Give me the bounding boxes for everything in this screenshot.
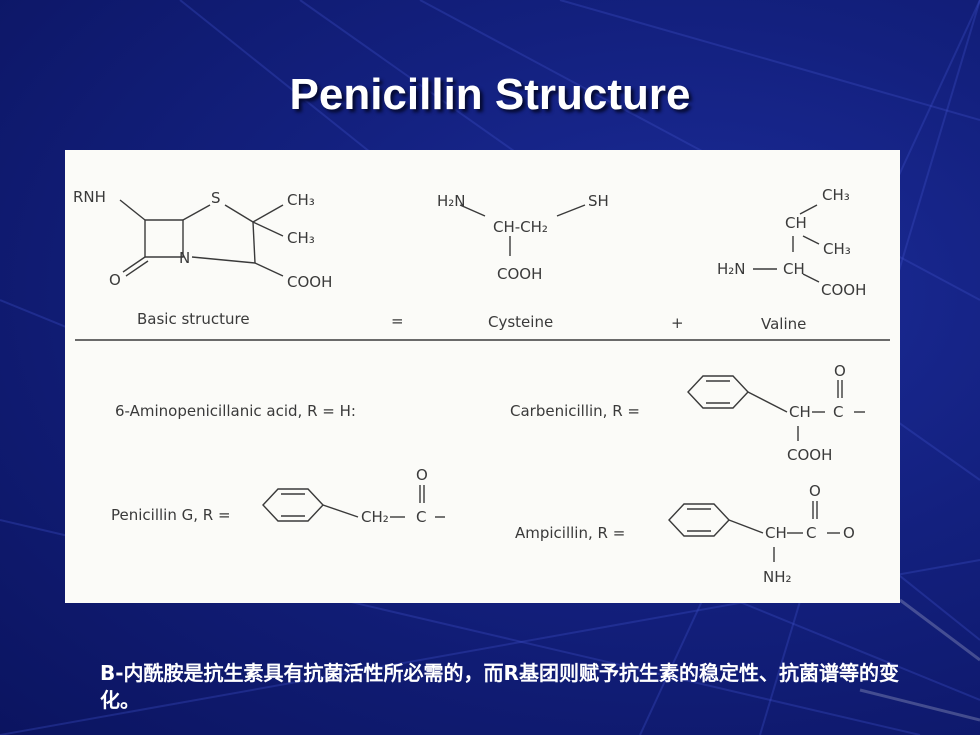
atom-cooh: COOH xyxy=(287,273,332,291)
atom-o-ampicillin: O xyxy=(809,482,821,500)
apa-label: 6-Aminopenicillanic acid, R = H: xyxy=(115,402,356,420)
atom-rnh: RNH xyxy=(73,188,106,206)
atom-h2n-cysteine: H₂N xyxy=(437,192,466,210)
valine-label: Valine xyxy=(761,315,806,333)
atom-nitrogen: N xyxy=(179,249,190,267)
atom-cooh-cysteine: COOH xyxy=(497,265,542,283)
atom-nh2-ampicillin: NH₂ xyxy=(763,568,792,586)
cysteine-label: Cysteine xyxy=(488,313,553,331)
atom-o-carbenicillin: O xyxy=(834,362,846,380)
ampicillin-label: Ampicillin, R = xyxy=(515,524,625,542)
atom-o-end-ampicillin: O xyxy=(843,524,855,542)
atom-c-ampicillin: C xyxy=(806,524,816,542)
plus-sign: + xyxy=(671,314,684,332)
atom-ch3-a: CH₃ xyxy=(287,191,315,209)
atom-h2n-valine: H₂N xyxy=(717,260,746,278)
atom-o-penicillin-g: O xyxy=(416,466,428,484)
atom-ch3-valine-a: CH₃ xyxy=(822,186,850,204)
atom-ch-valine-2: CH xyxy=(783,260,805,278)
atom-c-penicillin-g: C xyxy=(416,508,426,526)
atom-ch-ampicillin: CH xyxy=(765,524,787,542)
slide-title: Penicillin Structure xyxy=(289,70,691,119)
slide-caption: B-内酰胺是抗生素具有抗菌活性所必需的，而R基团则赋予抗生素的稳定性、抗菌谱等的… xyxy=(100,661,899,712)
atom-ch-carbenicillin: CH xyxy=(789,403,811,421)
atom-sulfur: S xyxy=(211,189,221,207)
chemical-structure-diagram: RNH S CH₃ CH₃ N O COOH H₂N SH CH-CH₂ COO… xyxy=(73,186,890,586)
atom-sh: SH xyxy=(588,192,609,210)
atom-ch-ch2: CH-CH₂ xyxy=(493,218,548,236)
penicillin-structure-figure: RNH S CH₃ CH₃ N O COOH H₂N SH CH-CH₂ COO… xyxy=(65,150,900,603)
penicillin-g-label: Penicillin G, R = xyxy=(111,506,231,524)
equals-sign: = xyxy=(391,312,404,330)
atom-oxygen: O xyxy=(109,271,121,289)
atom-cooh-carbenicillin: COOH xyxy=(787,446,832,464)
atom-ch3-b: CH₃ xyxy=(287,229,315,247)
atom-c-carbenicillin: C xyxy=(833,403,843,421)
basic-structure-label: Basic structure xyxy=(137,310,250,328)
atom-ch2-penicillin-g: CH₂ xyxy=(361,508,389,526)
carbenicillin-label: Carbenicillin, R = xyxy=(510,402,640,420)
atom-cooh-valine: COOH xyxy=(821,281,866,299)
atom-ch3-valine-b: CH₃ xyxy=(823,240,851,258)
atom-ch-valine: CH xyxy=(785,214,807,232)
